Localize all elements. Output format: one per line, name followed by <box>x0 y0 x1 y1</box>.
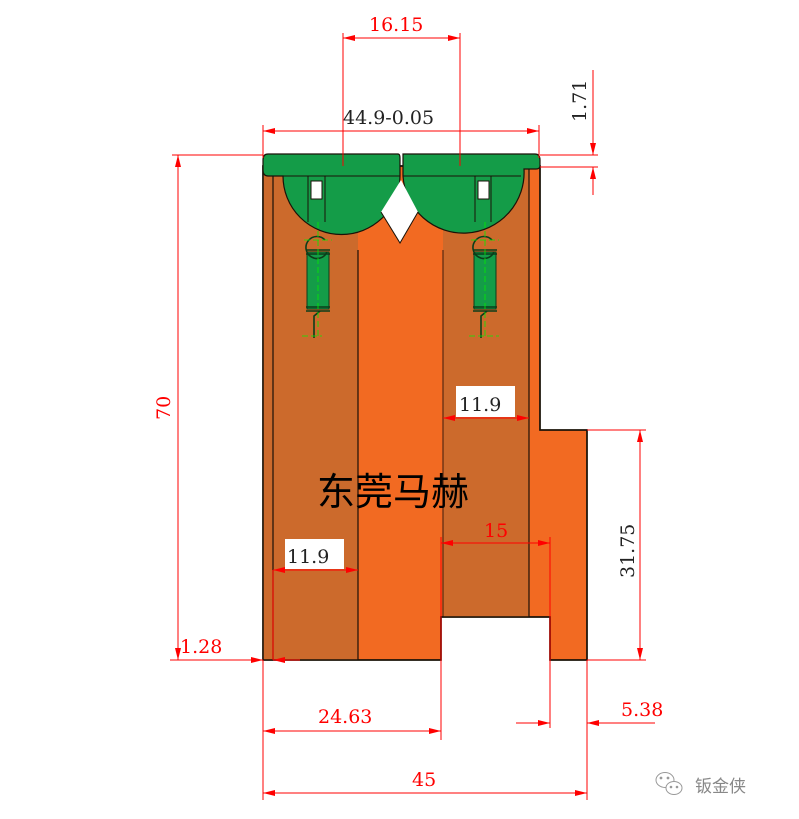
dim-left-to-notch: 24.63 <box>262 680 441 800</box>
svg-text:钣金侠: 钣金侠 <box>695 777 746 797</box>
svg-text:70: 70 <box>153 396 175 420</box>
dim-step-height: 31.75 <box>587 429 646 661</box>
dim-right-slot-width: 11.9 <box>443 386 529 421</box>
dim-overall-width: 45 <box>263 769 587 796</box>
left-dark-column <box>263 166 358 660</box>
dim-top-center-spacing: 16.15 <box>342 14 461 166</box>
svg-text:1.28: 1.28 <box>180 636 222 658</box>
left-spring <box>302 222 332 338</box>
watermark: 钣金侠 <box>655 772 746 797</box>
dim-height: 70 <box>153 154 263 661</box>
dim-notch-width: 15 <box>440 520 551 740</box>
die-body <box>262 165 588 661</box>
svg-text:44.9-0.05: 44.9-0.05 <box>343 107 434 129</box>
svg-text:11.9: 11.9 <box>287 546 329 568</box>
svg-text:1.71: 1.71 <box>569 80 591 122</box>
svg-text:11.9: 11.9 <box>459 394 501 416</box>
green-rollers <box>262 153 541 244</box>
svg-text:5.38: 5.38 <box>621 699 663 721</box>
svg-text:45: 45 <box>412 769 436 791</box>
company-label: 东莞马赫 <box>317 470 469 514</box>
right-spring <box>469 222 499 338</box>
dim-right-leg-width: 5.38 <box>516 660 663 800</box>
svg-text:24.63: 24.63 <box>318 706 372 728</box>
svg-text:16.15: 16.15 <box>369 14 423 36</box>
left-roller <box>262 153 401 236</box>
dim-top-width: 44.9-0.05 <box>262 107 540 158</box>
dim-top-thickness: 1.71 <box>540 70 598 195</box>
dim-left-slot-width: 11.9 <box>272 539 358 660</box>
svg-text:31.75: 31.75 <box>617 524 639 578</box>
wechat-icon <box>655 772 683 795</box>
dim-left-offset: 1.28 <box>170 636 300 680</box>
svg-text:15: 15 <box>484 520 508 542</box>
